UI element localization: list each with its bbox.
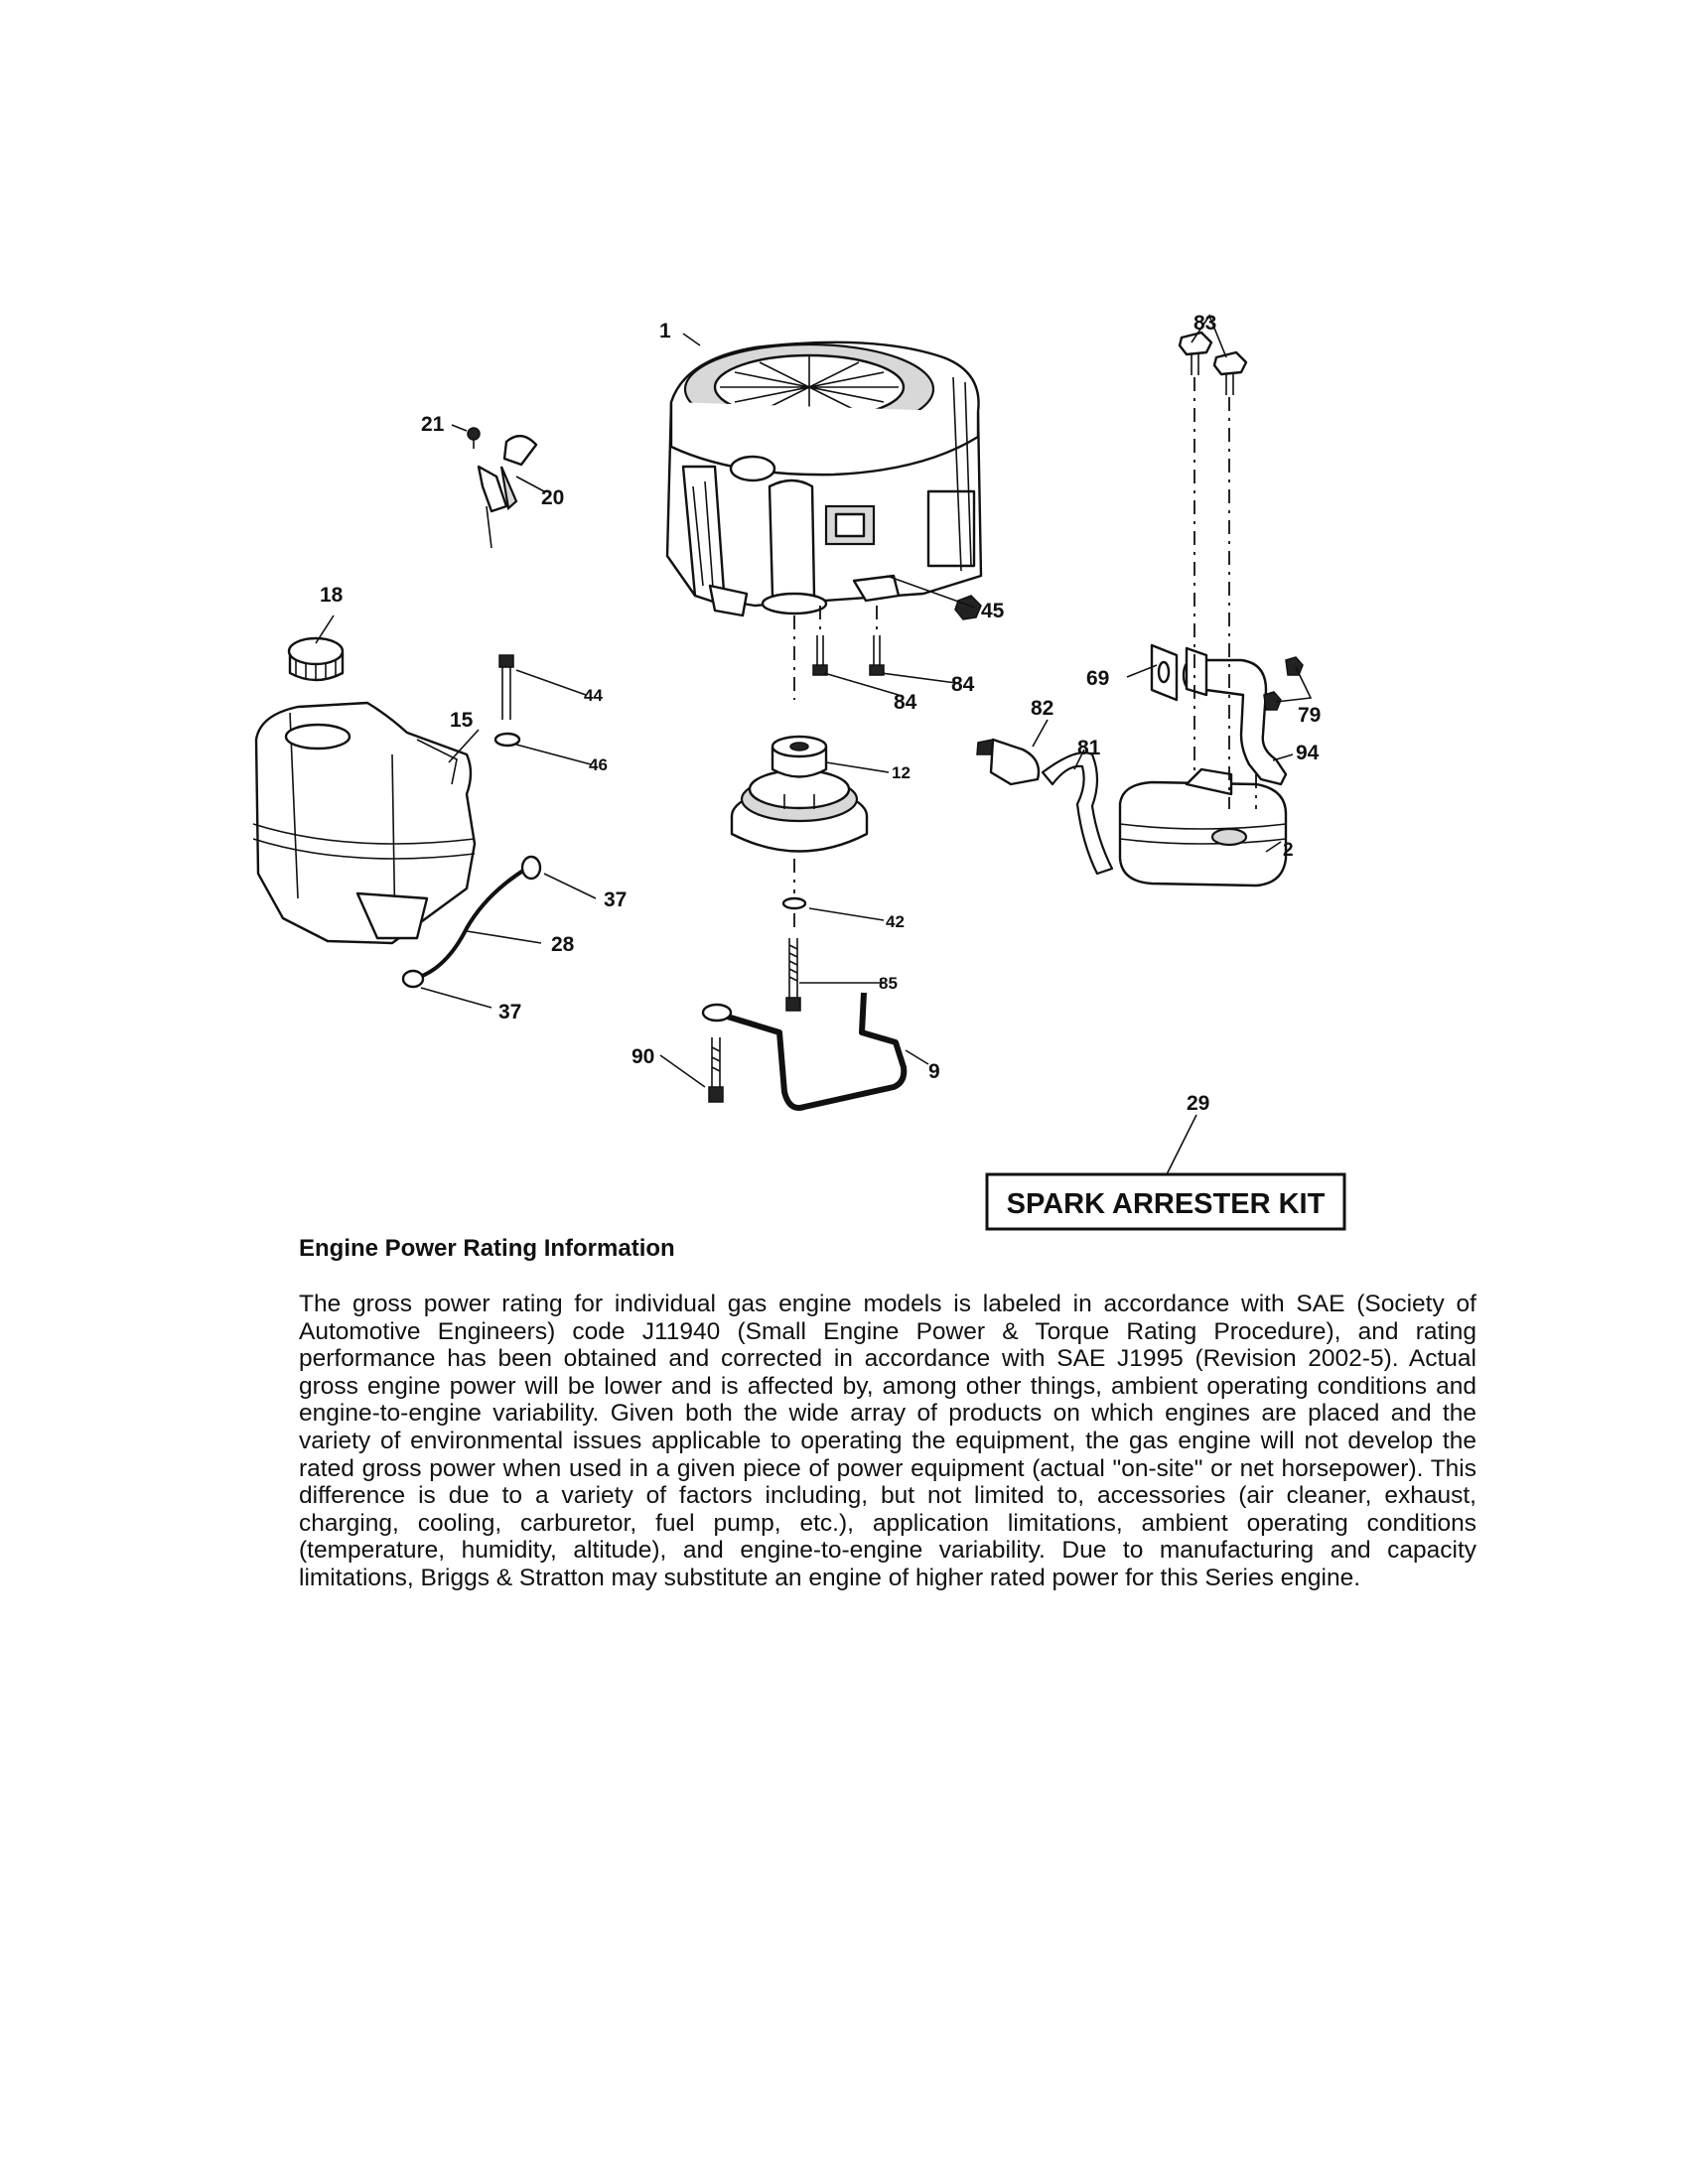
callout-84-left: 84	[894, 691, 917, 714]
callout-28: 28	[551, 933, 575, 956]
callout-2: 2	[1283, 840, 1294, 861]
callout-18: 18	[320, 584, 344, 607]
callout-79: 79	[1298, 704, 1321, 727]
callout-labels: 1 21 20 18 15 44 46 37 28 37 12 42 85 45…	[320, 312, 1321, 1115]
callout-84-right: 84	[951, 673, 975, 696]
leader-lines	[315, 314, 1313, 1175]
callout-45: 45	[981, 600, 1005, 622]
rod-part	[701, 1003, 733, 1023]
assembly-lines	[793, 377, 1257, 933]
nut-79-part	[1285, 656, 1304, 676]
callout-82: 82	[1031, 697, 1053, 720]
nut-79-part	[1263, 691, 1282, 711]
callout-44: 44	[584, 686, 603, 705]
info-body: The gross power rating for individual ga…	[299, 1291, 1476, 1591]
engine-part	[665, 341, 983, 617]
gasket-69-part	[1150, 643, 1208, 702]
callout-83: 83	[1193, 312, 1216, 335]
pulley-part	[730, 735, 869, 853]
callout-29: 29	[1187, 1092, 1209, 1115]
callout-94: 94	[1296, 742, 1320, 764]
fuel-line-part	[416, 867, 528, 980]
spark-arrester-kit: SPARK ARRESTER KIT	[985, 1172, 1346, 1231]
fuel-cap-part	[287, 636, 345, 682]
muffler-part	[1118, 767, 1288, 887]
callout-37-upper: 37	[604, 888, 627, 911]
nut-45-part	[954, 595, 982, 620]
fuel-tank-part	[252, 701, 477, 945]
callout-90: 90	[632, 1045, 654, 1068]
callout-69: 69	[1086, 667, 1109, 690]
fuel-pump-part	[976, 738, 1041, 786]
callout-37-lower: 37	[498, 1001, 521, 1024]
callout-15: 15	[450, 709, 474, 732]
spark-arrester-kit-label: SPARK ARRESTER KIT	[1007, 1188, 1326, 1220]
bolt-84-part	[812, 635, 885, 676]
clamp-37-part	[520, 855, 542, 881]
bracket-part	[467, 427, 538, 549]
screw-83-part	[1178, 331, 1248, 395]
rod-part	[720, 992, 906, 1109]
callout-42: 42	[886, 912, 905, 931]
fuel-hose-part	[1041, 751, 1114, 876]
bolt-85-part	[785, 938, 801, 1012]
callout-20: 20	[541, 486, 564, 509]
callout-9: 9	[928, 1060, 940, 1083]
washer-42-part	[781, 896, 807, 910]
callout-1: 1	[659, 320, 671, 342]
callout-46: 46	[589, 755, 608, 774]
washer-46-part	[493, 732, 521, 748]
exploded-parts-diagram: 1 21 20 18 15 44 46 37 28 37 12 42 85 45…	[252, 312, 1346, 1231]
clamp-37-part	[401, 969, 425, 989]
bolt-90-part	[708, 1037, 724, 1103]
callout-21: 21	[421, 413, 445, 436]
info-title: Engine Power Rating Information	[299, 1235, 675, 1262]
callout-12: 12	[892, 763, 911, 782]
callout-85: 85	[879, 974, 898, 993]
callout-81: 81	[1077, 737, 1101, 759]
bolt-44-part	[498, 654, 514, 720]
